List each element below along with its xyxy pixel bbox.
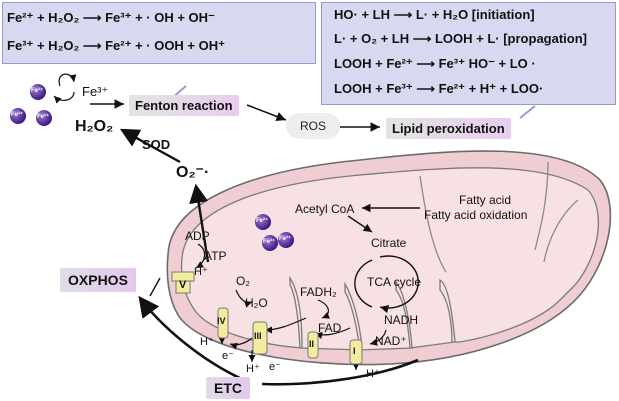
tca-cycle-label: TCA cycle — [367, 275, 422, 289]
sod-arrow — [119, 128, 181, 164]
fenton-equation-2: Fe³⁺ + H₂O₂ ⟶ Fe²⁺ + · OOH + OH⁺ — [7, 38, 225, 53]
electron-arrow — [264, 317, 307, 334]
iron-label: Fe²⁺ — [11, 112, 24, 118]
adp-atp-arrow — [195, 243, 206, 269]
acetyl-citrate-arrow — [347, 215, 373, 233]
electron-label: e⁻ — [222, 350, 234, 362]
iron-ion-icon — [30, 84, 46, 100]
lipid-peroxidation-tag: Lipid peroxidation — [386, 118, 511, 139]
electron-label: e⁻ — [269, 361, 281, 373]
fatty-acid-label: Fatty acid — [459, 193, 512, 207]
fe-cycle-arrow — [58, 73, 77, 87]
proton-label: H⁺ — [194, 266, 208, 278]
complex-iv-label: IV — [217, 316, 226, 326]
iron-ion-icon — [278, 232, 294, 248]
iron-ion-icon — [255, 214, 271, 230]
lipid-equation-1: HO· + LH ⟶ L· + H₂O [initiation] — [334, 7, 535, 22]
crista — [543, 199, 579, 263]
etc-to-oxphos-arrow — [138, 295, 245, 382]
electron-arrow — [229, 337, 253, 350]
iron-label: Fe²⁺ — [31, 88, 44, 94]
superoxide-label: O₂⁻· — [176, 164, 210, 181]
lipid-equation-3: LOOH + Fe²⁺ ⟶ Fe³⁺ HO⁻ + LO · — [334, 56, 536, 71]
crista — [419, 175, 447, 273]
atp-label: ATP — [204, 249, 227, 263]
h2o2-label: H₂O₂ — [75, 118, 114, 135]
nad-plus-label: NAD⁺ — [375, 334, 407, 348]
iron-ion-icon — [36, 110, 52, 126]
iron-ion-icon — [262, 235, 278, 251]
o2-label: O₂ — [236, 274, 250, 288]
fadh2-arrow — [317, 299, 331, 319]
etc-curve-arrow — [261, 358, 419, 386]
nadh-arrow — [369, 329, 387, 346]
connector — [519, 105, 536, 119]
ros-label: ROS — [286, 113, 340, 139]
lipid-equation-box — [321, 2, 616, 105]
proton-label: H⁺ — [246, 363, 260, 375]
tca-cycle-arc — [354, 259, 373, 308]
proton-label: H⁺ — [366, 368, 380, 380]
iron-label: Fe²⁺ — [263, 239, 276, 245]
lipid-equation-2: L· + O₂ + LH ⟶ LOOH + L· [propagation] — [334, 31, 587, 46]
sod-label: SOD — [142, 137, 171, 152]
complex-i-label: I — [353, 346, 356, 356]
complex-ii-shape — [307, 331, 319, 359]
fe-cycle-arrow — [53, 91, 75, 104]
iron-label: Fe²⁺ — [37, 114, 50, 120]
fenton-equation-1: Fe²⁺ + H₂O₂ ⟶ Fe³⁺ + · OH + OH⁻ — [7, 10, 215, 25]
complex-v-shape — [171, 271, 195, 294]
complex-v-label: V — [179, 279, 187, 291]
etc-to-superoxide-arrow — [189, 183, 210, 263]
fenton-reaction-tag: Fenton reaction — [129, 95, 239, 116]
etc-small-arrow — [149, 277, 161, 297]
acetyl-coa-label: Acetyl CoA — [295, 202, 355, 216]
adp-label: ADP — [185, 229, 210, 243]
iron-label: Fe²⁺ — [256, 218, 269, 224]
fe3-label: Fe³⁺ — [82, 84, 109, 99]
tca-cycle-arc — [379, 255, 419, 314]
fad-label: FAD — [318, 321, 342, 335]
h2o-label: H₂O — [245, 296, 268, 310]
oxphos-tag: OXPHOS — [60, 268, 136, 292]
citrate-label: Citrate — [371, 236, 407, 250]
proton-label: H⁺ — [200, 336, 214, 348]
lipid-equation-4: LOOH + Fe³⁺ ⟶ Fe²⁺ + H⁺ + LOO· — [334, 81, 544, 96]
complex-iii-label: III — [254, 331, 262, 341]
nadh-label: NADH — [384, 313, 419, 327]
fadh2-label: FADH₂ — [300, 285, 337, 299]
etc-tag: ETC — [206, 377, 250, 399]
iron-ion-icon — [10, 108, 26, 124]
complex-i-shape — [349, 339, 363, 365]
mitochondrion-inner — [180, 167, 600, 351]
fenton-equation-box — [2, 2, 316, 64]
complex-iv-shape — [217, 307, 229, 339]
iron-label: Fe²⁺ — [279, 236, 292, 242]
o2-h2o-arrow — [235, 289, 253, 308]
crista — [534, 161, 549, 251]
complex-iii-shape — [252, 321, 268, 355]
fenton-to-ros-arrow — [246, 104, 287, 122]
fatty-acid-oxidation-label: Fatty acid oxidation — [424, 208, 528, 222]
complex-ii-label: II — [309, 339, 315, 349]
